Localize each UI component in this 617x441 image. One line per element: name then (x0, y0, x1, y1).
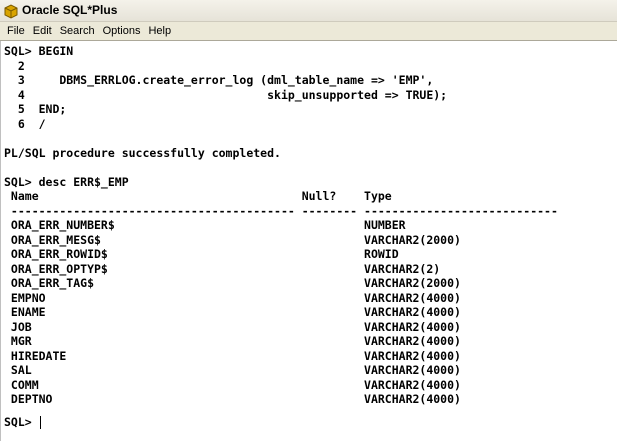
console-line: ----------------------------------------… (4, 203, 558, 218)
console-line: ORA_ERR_OPTYP$ VARCHAR2(2) (4, 261, 441, 276)
menu-bar: File Edit Search Options Help (0, 22, 617, 41)
console-line: EMPNO VARCHAR2(4000) (4, 290, 461, 305)
console-line: 3 DBMS_ERRLOG.create_error_log (dml_tabl… (4, 73, 434, 87)
console-line: ENAME VARCHAR2(4000) (4, 305, 461, 319)
console-line: 6 / (4, 116, 46, 131)
console-line: ORA_ERR_TAG$ VARCHAR2(2000) (4, 276, 461, 290)
console-line: COMM VARCHAR2(4000) (4, 377, 461, 392)
console-line: PL/SQL procedure successfully completed. (4, 145, 281, 160)
console-line: MGR VARCHAR2(4000) (4, 334, 461, 348)
menu-help[interactable]: Help (148, 25, 172, 37)
title-bar[interactable]: Oracle SQL*Plus (0, 0, 617, 22)
console-line: ORA_ERR_NUMBER$ NUMBER (4, 218, 406, 232)
menu-edit[interactable]: Edit (32, 25, 52, 37)
console-line: Name Null? Type (4, 189, 392, 203)
console-line: 4 skip_unsupported => TRUE); (4, 87, 448, 102)
console-line: ORA_ERR_ROWID$ ROWID (4, 247, 399, 261)
oracle-app-icon (4, 4, 18, 19)
console-line: DEPTNO VARCHAR2(4000) (4, 392, 461, 406)
menu-search[interactable]: Search (59, 25, 95, 37)
console-line: 5 END; (4, 102, 67, 116)
sql-prompt: SQL> (4, 415, 39, 429)
menu-options[interactable]: Options (102, 25, 141, 37)
console-line: SQL> BEGIN (4, 44, 74, 58)
menu-file[interactable]: File (7, 25, 25, 37)
console-output[interactable]: SQL> BEGIN 2 3 DBMS_ERRLOG.create_error_… (0, 41, 617, 441)
console-line: 2 (4, 58, 25, 73)
console-line: SQL> desc ERR$_EMP (4, 174, 129, 189)
text-cursor (40, 416, 41, 429)
window-title: Oracle SQL*Plus (22, 3, 118, 17)
console-line: JOB VARCHAR2(4000) (4, 319, 461, 334)
console-line: SAL VARCHAR2(4000) (4, 363, 461, 377)
console-line: HIREDATE VARCHAR2(4000) (4, 348, 461, 363)
console-line: ORA_ERR_MESG$ VARCHAR2(2000) (4, 232, 461, 247)
